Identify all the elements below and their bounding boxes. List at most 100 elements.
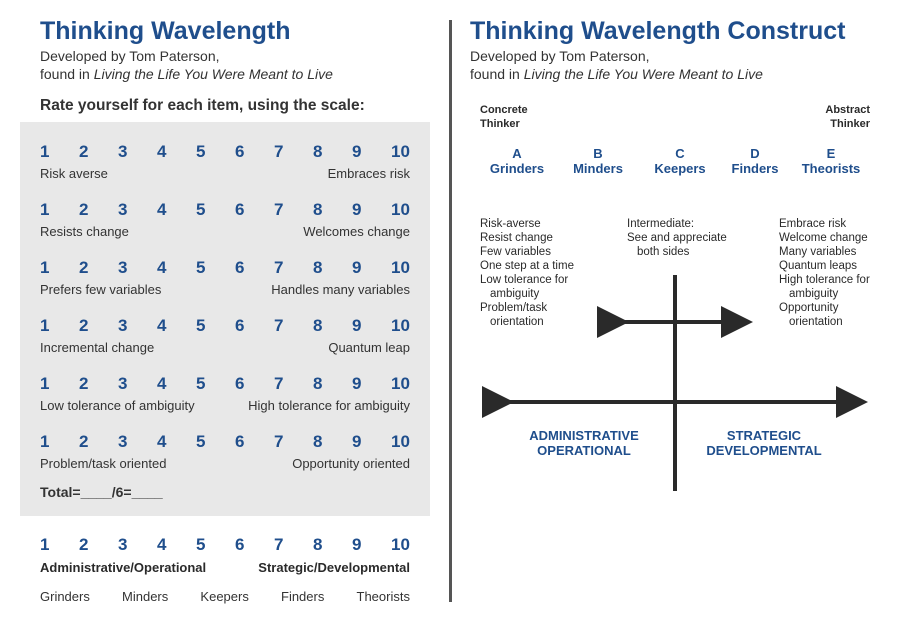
scale-number[interactable]: 8 xyxy=(313,316,323,335)
scale-number[interactable]: 9 xyxy=(352,258,362,277)
scale-number[interactable]: 3 xyxy=(118,200,128,219)
scale-numbers: 1 2 3 4 5 6 7 8 9 10 xyxy=(40,142,410,162)
high-anchor-label: Welcomes change xyxy=(303,224,410,239)
trait-line: Few variables xyxy=(480,246,551,258)
scale-number[interactable]: 4 xyxy=(157,316,167,335)
scale-number[interactable]: 5 xyxy=(196,432,206,451)
right-found-in: found in Living the Life You Were Meant … xyxy=(470,66,763,82)
trait-line: See and appreciate xyxy=(627,232,727,244)
axis-label-strategic: STRATEGIC DEVELOPMENTAL xyxy=(706,428,822,458)
summary-scale-number[interactable]: 2 xyxy=(79,535,89,554)
scale-number[interactable]: 3 xyxy=(118,142,128,161)
scale-number[interactable]: 1 xyxy=(40,316,50,335)
scale-number[interactable]: 8 xyxy=(313,258,323,277)
scale-number[interactable]: 5 xyxy=(196,374,206,393)
scale-number[interactable]: 5 xyxy=(196,316,206,335)
scale-number[interactable]: 4 xyxy=(157,374,167,393)
scale-number[interactable]: 7 xyxy=(274,258,284,277)
scale-number[interactable]: 9 xyxy=(352,142,362,161)
scale-number[interactable]: 6 xyxy=(235,258,245,277)
scale-number[interactable]: 6 xyxy=(235,374,245,393)
scale-number[interactable]: 1 xyxy=(40,200,50,219)
scale-number[interactable]: 9 xyxy=(352,316,362,335)
scale-number[interactable]: 7 xyxy=(274,200,284,219)
summary-scale-number[interactable]: 4 xyxy=(157,535,167,554)
scale-number[interactable]: 9 xyxy=(352,432,362,451)
summary-scale-number[interactable]: 3 xyxy=(118,535,128,554)
scale-numbers: 1 2 3 4 5 6 7 8 9 10 xyxy=(40,258,410,278)
scale-number[interactable]: 6 xyxy=(235,200,245,219)
summary-scale-number[interactable]: 10 xyxy=(391,535,410,554)
summary-scale-number[interactable]: 9 xyxy=(352,535,362,554)
scale-number[interactable]: 10 xyxy=(391,142,410,161)
scale-number[interactable]: 7 xyxy=(274,142,284,161)
right-book-title: Living the Life You Were Meant to Live xyxy=(523,66,763,82)
thinker-type-label: Keepers xyxy=(200,589,249,604)
summary-scale-number[interactable]: 7 xyxy=(274,535,284,554)
summary-low-label: Administrative/Operational xyxy=(40,560,207,575)
scale-number[interactable]: 8 xyxy=(313,432,323,451)
summary-scale-number[interactable]: 1 xyxy=(40,535,50,554)
summary-scale-number[interactable]: 5 xyxy=(196,535,206,554)
scale-number[interactable]: 6 xyxy=(235,142,245,161)
scale-number[interactable]: 1 xyxy=(40,374,50,393)
scale-number[interactable]: 8 xyxy=(313,374,323,393)
summary-scale-number[interactable]: 6 xyxy=(235,535,245,554)
scale-number[interactable]: 5 xyxy=(196,200,206,219)
thinker-type-label: Finders xyxy=(281,589,325,604)
scale-number[interactable]: 5 xyxy=(196,258,206,277)
scale-number[interactable]: 3 xyxy=(118,258,128,277)
scale-number[interactable]: 2 xyxy=(79,432,89,451)
scale-number[interactable]: 2 xyxy=(79,374,89,393)
scale-number[interactable]: 10 xyxy=(391,258,410,277)
trait-line: Problem/task xyxy=(480,302,548,314)
left-book-title: Living the Life You Were Meant to Live xyxy=(93,66,333,82)
scale-number[interactable]: 1 xyxy=(40,258,50,277)
category-letter: A xyxy=(512,146,522,161)
trait-line: Low tolerance for xyxy=(480,274,569,286)
scale-number[interactable]: 7 xyxy=(274,432,284,451)
summary-scale-number[interactable]: 8 xyxy=(313,535,323,554)
category-name: Finders xyxy=(731,161,779,176)
scale-number[interactable]: 6 xyxy=(235,432,245,451)
scale-number[interactable]: 6 xyxy=(235,316,245,335)
rating-panel xyxy=(20,122,430,516)
high-anchor-label: Embraces risk xyxy=(327,166,410,181)
scale-number[interactable]: 4 xyxy=(157,258,167,277)
summary-high-label: Strategic/Developmental xyxy=(258,560,410,575)
scale-number[interactable]: 4 xyxy=(157,432,167,451)
scale-number[interactable]: 10 xyxy=(391,200,410,219)
scale-number[interactable]: 2 xyxy=(79,200,89,219)
scale-numbers: 1 2 3 4 5 6 7 8 9 10 xyxy=(40,200,410,220)
scale-number[interactable]: 10 xyxy=(391,374,410,393)
scale-number[interactable]: 1 xyxy=(40,432,50,451)
scale-number[interactable]: 1 xyxy=(40,142,50,161)
scale-number[interactable]: 3 xyxy=(118,432,128,451)
trait-line: orientation xyxy=(789,316,843,328)
instruction: Rate yourself for each item, using the s… xyxy=(40,97,365,114)
category-name: Keepers xyxy=(654,161,706,176)
scale-number[interactable]: 8 xyxy=(313,142,323,161)
scale-number[interactable]: 3 xyxy=(118,374,128,393)
scale-number[interactable]: 2 xyxy=(79,258,89,277)
scale-number[interactable]: 7 xyxy=(274,316,284,335)
scale-number[interactable]: 2 xyxy=(79,316,89,335)
scale-number[interactable]: 8 xyxy=(313,200,323,219)
scale-number[interactable]: 9 xyxy=(352,374,362,393)
scale-number[interactable]: 4 xyxy=(157,142,167,161)
scale-number[interactable]: 2 xyxy=(79,142,89,161)
scale-number[interactable]: 3 xyxy=(118,316,128,335)
left-found-in: found in Living the Life You Were Meant … xyxy=(40,66,333,82)
scale-number[interactable]: 4 xyxy=(157,200,167,219)
scale-number[interactable]: 9 xyxy=(352,200,362,219)
axis-label-administrative: ADMINISTRATIVE OPERATIONAL xyxy=(529,428,639,458)
scale-number[interactable]: 10 xyxy=(391,316,410,335)
scale-number[interactable]: 10 xyxy=(391,432,410,451)
scale-number[interactable]: 5 xyxy=(196,142,206,161)
scale-number[interactable]: 7 xyxy=(274,374,284,393)
